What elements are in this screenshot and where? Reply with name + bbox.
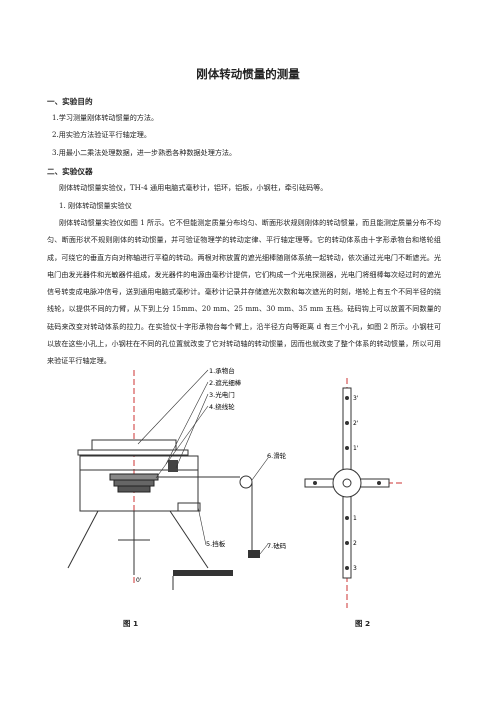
center-hub (332, 468, 362, 498)
label-winding-wheel: 4.绕线轮 (209, 402, 235, 411)
document-title: 刚体转动惯量的测量 (196, 67, 300, 81)
section-heading-instruments: 二、实验仪器 (47, 167, 93, 176)
housing (79, 455, 199, 512)
figure-1-apparatus-diagram: 1.承物台 2.遮光细棒 3.光电门 4.绕线轮 5.挡板 6.滑轮 7.砝码 … (67, 366, 287, 590)
objective-item-2: 2.用实验方法验证平行轴定理。 (52, 130, 151, 139)
svg-text:2: 2 (353, 540, 357, 547)
tower-pulley (109, 473, 159, 481)
pulley (239, 475, 253, 489)
figure-2-caption: 图 2 (355, 619, 371, 628)
bearing-plate (77, 449, 189, 456)
label-axis: 0' (136, 577, 142, 584)
figure-1-caption: 图 1 (123, 619, 139, 628)
svg-text:1': 1' (353, 445, 359, 452)
section-heading-objectives: 一、实验目的 (47, 97, 93, 106)
cross-stage (91, 439, 177, 451)
apparatus-paragraph: 刚体转动惯量实验仪如图 1 所示。它不但能测定质量分布均匀、断面形状规则刚体的转… (47, 218, 441, 366)
svg-text:3': 3' (353, 395, 359, 402)
instrument-list: 刚体转动惯量实验仪，TH-4 通用电脑式毫秒计，铝环，铝板，小钢柱，牵引砝码等。 (59, 183, 328, 192)
label-shading-rod: 2.遮光细棒 (209, 378, 242, 387)
svg-text:3: 3 (353, 565, 357, 572)
svg-text:2': 2' (353, 420, 359, 427)
subheading-apparatus: 1. 刚体转动惯量实验仪 (59, 201, 132, 210)
label-weight: 7.砝码 (267, 541, 287, 550)
label-photogate: 3.光电门 (209, 390, 235, 399)
photogate (168, 460, 178, 472)
label-stage: 1.承物台 (209, 366, 235, 375)
label-baffle: 5.挡板 (206, 539, 226, 548)
label-pulley: 6.滑轮 (267, 451, 287, 460)
objective-item-1: 1.学习测量刚体转动惯量的方法。 (52, 113, 159, 122)
objective-item-3: 3.用最小二乘法处理数据，进一步熟悉各种数据处理方法。 (52, 148, 237, 157)
figure-2-cross-stage-diagram: 3' 2' 1' 1 2 3 (304, 378, 405, 608)
svg-text:1: 1 (353, 515, 357, 522)
table (173, 570, 233, 576)
weight (248, 550, 260, 558)
